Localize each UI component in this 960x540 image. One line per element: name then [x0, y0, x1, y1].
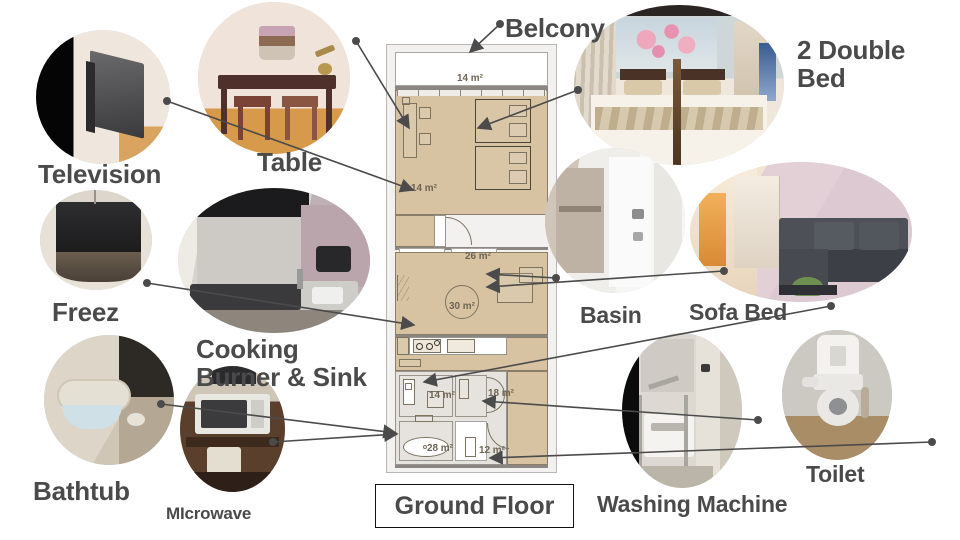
plan-desk	[403, 103, 417, 158]
plan-bed-1-foot	[509, 123, 527, 137]
plan-window-mullions	[397, 90, 546, 96]
label-table: Table	[257, 147, 322, 177]
plan-burner-ring-3	[434, 340, 440, 346]
label-two-double-bed: 2 Double Bed	[797, 35, 906, 94]
plan-door-swing-entry	[446, 217, 472, 245]
plan-washing-machine	[427, 391, 444, 408]
ground-floor-caption-text: Ground Floor	[394, 491, 555, 520]
ground-floor-caption-box: Ground Floor	[375, 484, 574, 528]
connector-dot-belcony	[496, 20, 504, 28]
plan-shower-fixture	[465, 437, 476, 457]
photo-bathtub[interactable]	[44, 335, 174, 465]
photo-television[interactable]	[36, 30, 170, 164]
photo-basin[interactable]	[545, 148, 685, 293]
plan-area-label: 14 m²	[429, 390, 455, 401]
plan-burner-ring-2	[426, 343, 433, 350]
plan-sofa-chaise	[519, 267, 543, 283]
photo-washing-machine[interactable]	[622, 333, 742, 488]
plan-fridge	[397, 337, 409, 355]
connector-dot-table	[352, 37, 360, 45]
photo-toilet[interactable]	[782, 330, 892, 460]
label-cooking-burner-sink: Cooking Burner & Sink	[196, 334, 367, 393]
plan-tv-unit	[402, 97, 410, 105]
plan-toilet-fixture	[459, 379, 469, 399]
plan-area-label: 14 m²	[457, 73, 483, 84]
plan-shower-room	[455, 421, 487, 461]
plan-area-label: 30 m²	[449, 301, 475, 312]
plan-area-label: 18 m²	[488, 388, 514, 399]
plan-area-label: 28 m²	[427, 443, 453, 454]
label-toilet: Toilet	[806, 461, 865, 487]
plan-area-label: 26 m²	[465, 251, 491, 262]
connector-dot-washing-machine	[754, 416, 762, 424]
plan-burner-ring-1	[416, 343, 423, 350]
plan-chair-1	[419, 107, 431, 119]
plan-bathtub-drain	[423, 445, 427, 449]
plan-bed-2-pillow	[509, 152, 527, 164]
photo-sofa-bed[interactable]	[690, 162, 912, 302]
connector-dot-cooking-burner-sink	[827, 302, 835, 310]
photo-table[interactable]	[198, 2, 350, 154]
plan-bottom-wall	[395, 465, 548, 468]
plan-wardrobe	[434, 215, 446, 247]
plan-sink	[447, 339, 475, 353]
photo-freez[interactable]	[40, 190, 152, 290]
photo-cooking-burner-sink[interactable]	[178, 188, 370, 333]
plan-chair-2	[419, 133, 431, 145]
connector-microwave	[272, 427, 399, 443]
plan-area-label: 14 m²	[411, 183, 437, 194]
plan-area-label: 12 m²	[479, 445, 505, 456]
plan-bed-2-foot	[509, 170, 527, 184]
plan-basin-fixture	[403, 379, 415, 405]
label-freez: Freez	[52, 297, 119, 327]
label-bathtub: Bathtub	[33, 476, 130, 506]
plan-basin-bowl	[405, 383, 412, 390]
label-microwave: MIcrowave	[166, 504, 252, 523]
label-washing-machine: Washing Machine	[597, 491, 788, 517]
photo-two-double-bed[interactable]	[574, 5, 784, 165]
plan-bed-1-pillow	[509, 105, 527, 117]
plan-hall-right	[507, 371, 548, 465]
plan-balcony-rail	[395, 86, 548, 90]
label-sofa-bed: Sofa Bed	[689, 299, 788, 325]
label-basin: Basin	[580, 302, 642, 328]
plan-bath-door-fold	[415, 415, 433, 422]
label-television: Television	[38, 159, 162, 189]
plan-bed-2	[475, 146, 531, 190]
connector-dot-toilet	[928, 438, 936, 446]
label-belcony: Belcony	[505, 13, 605, 43]
plan-curtain-left	[397, 275, 409, 301]
plan-microwave-shelf	[399, 359, 421, 367]
floor-plan: 14 m² 14 m² 26 m² 30 m² 14 m² 18 m² 28 m…	[386, 44, 557, 473]
